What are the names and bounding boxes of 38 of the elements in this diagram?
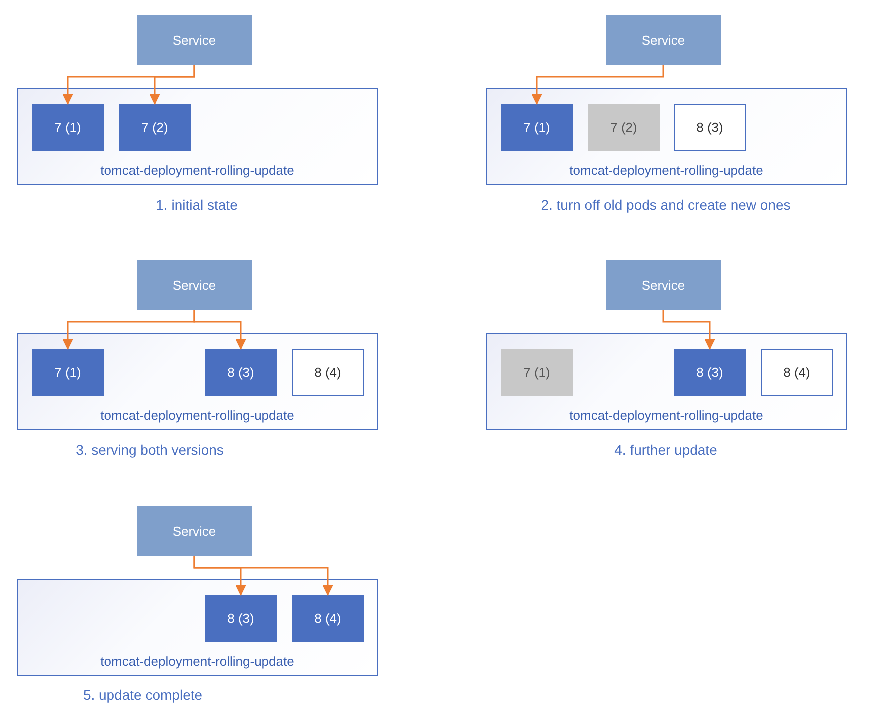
pod-box: 8 (4) [292,595,364,642]
deployment-name: tomcat-deployment-rolling-update [100,163,296,178]
step-caption: 2. turn off old pods and create new ones [541,197,791,213]
pod-box: 8 (4) [292,349,364,396]
connector-arrow [532,65,664,106]
pod-box: 8 (3) [205,349,277,396]
connector-arrow [194,556,334,596]
service-box: Service [137,506,252,556]
deployment-container [486,88,847,185]
step-caption: 1. initial state [156,197,238,213]
deployment-container [486,333,847,430]
step-caption: 4. further update [614,442,718,458]
step-caption: 5. update complete [83,687,203,703]
deployment-name: tomcat-deployment-rolling-update [100,654,296,669]
pod-box: 7 (2) [588,104,660,151]
service-box: Service [606,15,721,65]
pod-box: 7 (1) [501,349,573,396]
pod-box: 7 (1) [32,349,104,396]
pod-box: 7 (1) [501,104,573,151]
service-box: Service [606,260,721,310]
pod-box: 7 (1) [32,104,104,151]
pod-box: 8 (3) [674,104,746,151]
step-caption: 3. serving both versions [76,442,224,458]
connector-arrow [150,65,196,106]
deployment-container [17,579,378,676]
deployment-name: tomcat-deployment-rolling-update [568,163,764,178]
connector-arrow [194,310,246,350]
deployment-container [17,333,378,430]
service-box: Service [137,260,252,310]
service-box: Service [137,15,252,65]
deployment-name: tomcat-deployment-rolling-update [100,408,296,423]
pod-box: 8 (3) [205,595,277,642]
deployment-container [17,88,378,185]
deployment-name: tomcat-deployment-rolling-update [568,408,764,423]
pod-box: 8 (3) [674,349,746,396]
pod-box: 7 (2) [119,104,191,151]
pod-box: 8 (4) [761,349,833,396]
connector-arrow [662,310,716,350]
